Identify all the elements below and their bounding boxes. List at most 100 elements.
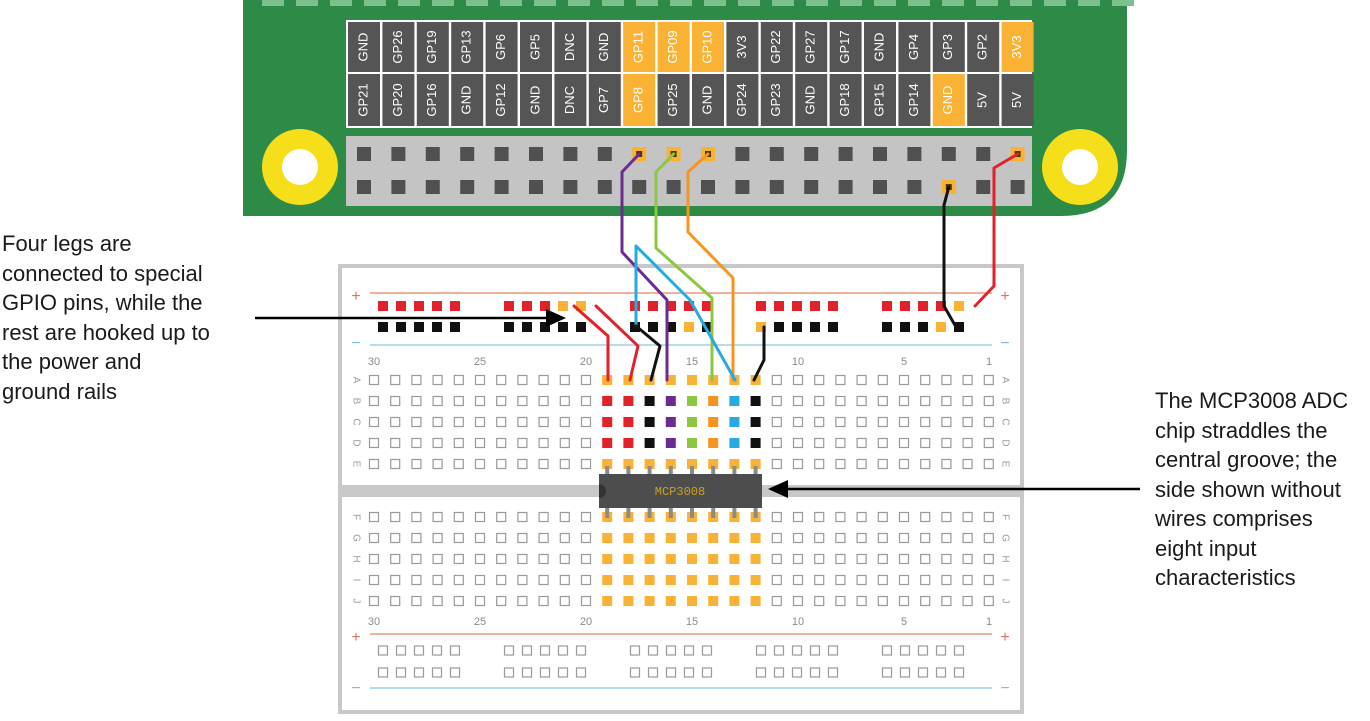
breadboard-hole — [962, 553, 973, 565]
pin-label-top: GP4 — [906, 34, 921, 60]
top-plus-rail-hole — [648, 301, 658, 311]
breadboard-hole-filled — [750, 459, 761, 469]
breadboard-hole — [368, 595, 380, 607]
top-minus-rail-hole — [774, 322, 784, 332]
breadboard-hole-filled — [750, 396, 761, 406]
top-minus-rail-hole — [414, 322, 424, 332]
breadboard-hole — [814, 595, 825, 607]
breadboard-hole — [390, 553, 401, 565]
breadboard-hole — [496, 395, 507, 407]
breadboard-hole — [835, 511, 846, 523]
breadboard-hole — [941, 416, 952, 428]
breadboard-hole — [390, 532, 401, 544]
header-pin — [1010, 180, 1025, 194]
breadboard-hole-filled — [602, 575, 613, 585]
breadboard-hole — [814, 458, 825, 470]
breadboard-hole — [559, 395, 570, 407]
header-pin — [460, 147, 475, 161]
pin-label-cell-bottom — [898, 74, 931, 126]
breadboard-hole-filled — [750, 533, 761, 543]
breadboard-hole — [474, 395, 486, 407]
breadboard-hole — [390, 511, 401, 523]
row-label: A — [350, 377, 361, 384]
breadboard-hole — [920, 511, 931, 523]
rail-plus-sign: + — [351, 629, 360, 646]
pin-label-cell-top — [932, 22, 965, 72]
breadboard-hole — [411, 532, 422, 544]
breadboard-hole — [814, 574, 825, 586]
breadboard-hole — [411, 595, 422, 607]
pcb-edge-pad — [466, 0, 488, 6]
column-number-top: 10 — [792, 356, 804, 368]
top-minus-rail-hole — [558, 322, 568, 332]
pin-label-cell-bottom — [416, 74, 449, 126]
column-number-bottom: 10 — [792, 616, 804, 628]
chip-leg-top — [690, 466, 694, 480]
bottom-plus-rail-hole — [809, 645, 821, 656]
pin-label-cell-bottom — [554, 74, 587, 126]
breadboard-hole — [920, 595, 931, 607]
breadboard-hole — [835, 574, 846, 586]
header-pin — [391, 180, 406, 194]
breadboard-hole — [835, 595, 846, 607]
bottom-minus-rail-hole — [431, 667, 443, 678]
header-pin — [563, 180, 578, 194]
pin-label-bottom: 5V — [1009, 92, 1024, 108]
bottom-plus-rail-hole — [701, 645, 713, 656]
bottom-minus-rail-hole — [935, 667, 947, 678]
pin-label-bottom: GP16 — [424, 83, 439, 116]
breadboard-hole — [559, 532, 570, 544]
row-label: J — [999, 599, 1010, 604]
breadboard-hole — [517, 458, 528, 470]
breadboard-hole-filled — [665, 533, 676, 543]
header-pin — [494, 180, 509, 194]
header-pin — [391, 147, 406, 161]
bottom-plus-rail-hole — [881, 645, 893, 656]
pin-label-cell-top — [898, 22, 931, 72]
wire-green — [654, 152, 714, 382]
chip-leg-top — [605, 466, 610, 480]
breadboard-hole — [496, 553, 507, 565]
pin-label-top: GP13 — [459, 30, 474, 63]
breadboard-hole-filled — [729, 396, 740, 406]
column-number-bottom: 20 — [580, 616, 592, 628]
header-pin — [907, 147, 922, 161]
breadboard-hole-filled — [623, 375, 634, 385]
top-minus-rail-hole — [882, 322, 892, 332]
breadboard-hole — [538, 437, 549, 449]
column-number-bottom: 5 — [901, 616, 907, 628]
pcb-edge-pad — [568, 0, 590, 6]
bottom-plus-rail-hole — [557, 645, 569, 656]
pin-label-cell-top — [829, 22, 862, 72]
breadboard-hole — [390, 395, 401, 407]
header-pin — [838, 147, 853, 161]
breadboard-hole — [792, 574, 804, 586]
breadboard-hole-filled — [623, 438, 634, 448]
breadboard-hole — [517, 532, 528, 544]
top-plus-rail-hole — [450, 301, 460, 311]
pin-label-top: GP11 — [631, 31, 646, 63]
breadboard-hole — [835, 458, 846, 470]
breadboard-hole — [814, 416, 825, 428]
breadboard-hole — [983, 532, 994, 544]
breadboard-hole — [877, 532, 888, 544]
breadboard-hole — [771, 437, 782, 449]
pin-label-bottom: GP25 — [665, 83, 680, 116]
breadboard-hole — [941, 595, 952, 607]
pin-label-bottom: GP7 — [596, 87, 611, 113]
wire-orange — [686, 152, 735, 382]
chip-leg-top — [626, 466, 631, 480]
bottom-plus-rail-hole — [449, 645, 461, 656]
breadboard-hole — [538, 553, 549, 565]
breadboard-hole — [432, 458, 443, 470]
pin-label-bottom: GND — [940, 86, 955, 115]
jumper-wires — [572, 152, 1020, 382]
breadboard-hole — [411, 395, 422, 407]
breadboard-hole — [432, 553, 443, 565]
breadboard-hole — [771, 374, 782, 386]
top-minus-rail-hole — [936, 322, 946, 332]
header-pin — [529, 147, 543, 161]
breadboard-hole — [920, 574, 931, 586]
breadboard-hole — [496, 458, 507, 470]
breadboard-hole — [941, 374, 952, 386]
